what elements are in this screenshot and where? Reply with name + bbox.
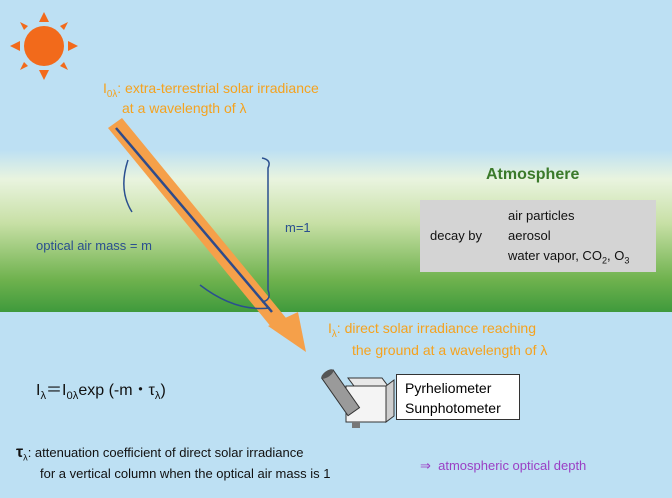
atmosphere-title: Atmosphere — [486, 166, 580, 183]
air-mass-bracket-top — [123, 159, 133, 213]
sunphotometer-label: Sunphotometer — [405, 400, 501, 416]
air-mass-bracket-bottom — [199, 284, 271, 310]
solar-beam-arrow — [108, 118, 306, 352]
decay-item: air particles — [508, 208, 575, 223]
instrument-icon — [320, 369, 395, 428]
extraterrestrial-irradiance-label-line2: at a wavelength of λ — [122, 100, 247, 116]
decay-items-list: air particles aerosol water vapor, CO2, … — [508, 206, 629, 271]
vertical-column-bracket — [261, 157, 270, 303]
beer-lambert-formula: Iλ＝I0λexp (-m・τλ) — [36, 382, 166, 403]
optical-depth-note: ⇒ atmospheric optical depth — [420, 458, 587, 473]
tau-definition-line2: for a vertical column when the optical a… — [40, 466, 331, 481]
sun-icon — [10, 12, 78, 80]
decay-by-label: decay by — [430, 228, 483, 243]
pyrheliometer-label: Pyrheliometer — [405, 380, 492, 396]
ground-irradiance-label-line2: the ground at a wavelength of λ — [352, 342, 548, 358]
optical-air-mass-label: optical air mass = m — [36, 238, 152, 253]
implies-arrow-icon: ⇒ — [420, 458, 431, 473]
tau-definition: τλ: attenuation coefficient of direct so… — [16, 444, 304, 463]
ground-irradiance-label: Iλ: direct solar irradiance reaching — [328, 320, 537, 340]
decay-item: aerosol — [508, 228, 551, 243]
air-mass-one-label: m=1 — [285, 220, 311, 235]
decay-item: water vapor, CO2, O3 — [508, 248, 630, 266]
extraterrestrial-irradiance-label: I0λ: extra-terrestrial solar irradiance — [103, 80, 319, 100]
instrument-label-box: Pyrheliometer Sunphotometer — [396, 374, 520, 420]
decay-box — [420, 200, 656, 272]
